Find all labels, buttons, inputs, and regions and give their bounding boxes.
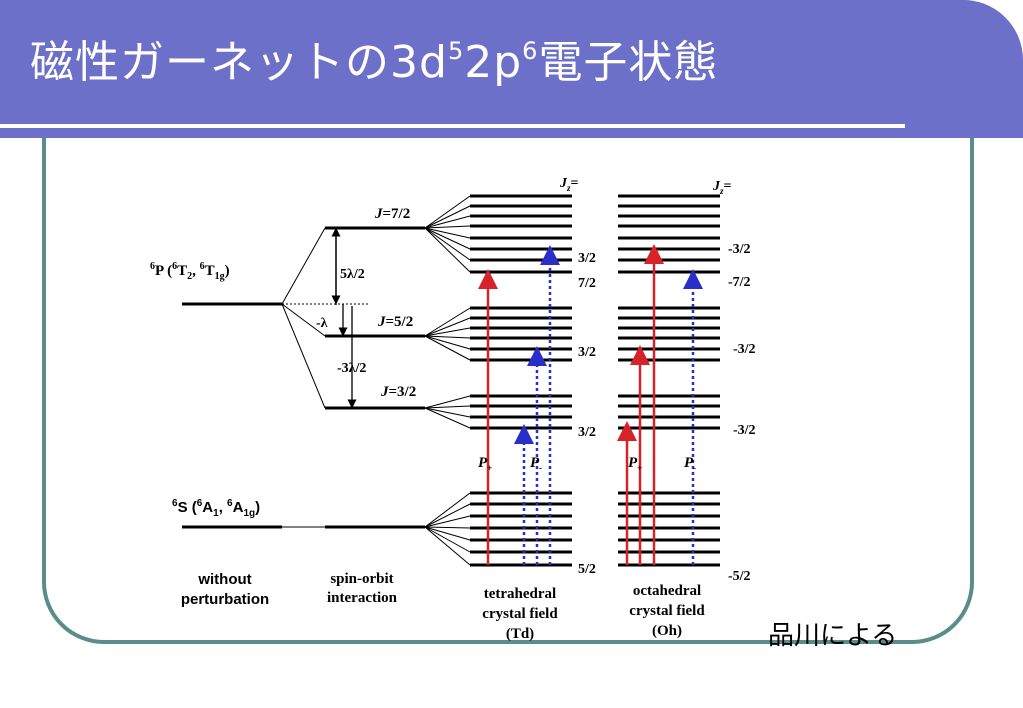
title-bar	[0, 0, 1023, 138]
oh-levels	[618, 194, 720, 567]
j32-label: J=3/2	[380, 384, 416, 400]
oh-jz-label: Jz=	[712, 179, 732, 196]
split-m3l2-label: -3λ/2	[337, 361, 366, 376]
j52-label: J=5/2	[377, 314, 413, 330]
oh-p-minus-label: P-	[684, 455, 696, 473]
credit-text: 品川による	[768, 621, 898, 651]
p-state-label: 6P (6T2, 6T1g)	[150, 261, 230, 282]
oh-j52-value: -3/2	[733, 342, 756, 357]
td-j72-bottom-value: 7/2	[578, 276, 596, 291]
oh-j32-value: -3/2	[733, 423, 756, 438]
j72-label: J=7/2	[374, 206, 410, 222]
oh-s-value: -5/2	[728, 569, 751, 584]
td-p-minus-label: P-	[530, 455, 542, 473]
oh-p-plus-label: P+	[628, 455, 642, 473]
split-5l2-label: 5λ/2	[340, 267, 365, 282]
td-p-plus-label: P+	[478, 455, 492, 473]
split-ml-label: -λ	[316, 316, 328, 331]
slide-title: 磁性ガーネットの3d52p6電子状態	[30, 37, 719, 88]
td-jz-label: Jz=	[559, 176, 579, 193]
td-j32-value: 3/2	[578, 425, 596, 440]
oh-j72-bottom-value: -7/2	[728, 275, 751, 290]
oh-j72-top-value: -3/2	[728, 242, 751, 257]
td-j72-top-value: 3/2	[578, 251, 596, 266]
td-j52-value: 3/2	[578, 345, 596, 360]
td-s-value: 5/2	[578, 562, 596, 577]
content-frame	[42, 138, 974, 644]
s-state-label: 6S (6A1, 6A1g)	[172, 498, 260, 519]
